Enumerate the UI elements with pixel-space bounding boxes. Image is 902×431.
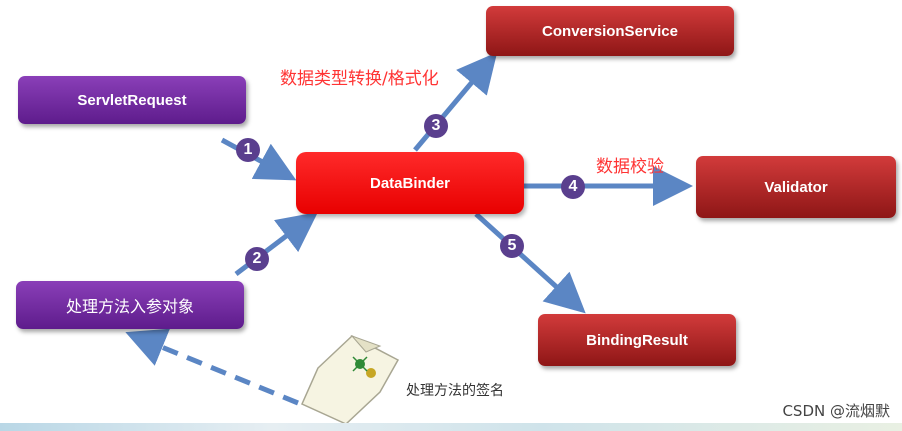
servlet-request-node: ServletRequest (18, 76, 246, 124)
conversion-service-node: ConversionService (486, 6, 734, 56)
validator-label: Validator (764, 178, 828, 196)
document-icon (301, 334, 400, 425)
data-binder-label: DataBinder (369, 174, 451, 192)
handler-params-label: 处理方法入参对象 (65, 297, 194, 316)
step-number-4: 4 (561, 175, 585, 199)
arrow-1 (220, 137, 297, 181)
conversion-service-label: ConversionService (542, 22, 678, 40)
binding-result-label: BindingResult (586, 331, 688, 349)
step-number-5: 5 (500, 234, 524, 258)
document-label: 处理方法的签名 (406, 383, 504, 399)
handler-params-node: 处理方法入参对象 (16, 281, 244, 329)
step-number-2: 2 (245, 247, 269, 271)
dashed-arrow-signature (125, 328, 299, 406)
watermark: CSDN @流烟默 (782, 402, 890, 420)
servlet-request-label: ServletRequest (77, 91, 187, 109)
bottom-strip (0, 423, 902, 431)
step-number-1: 1 (236, 138, 260, 162)
validation-edge-label: 数据校验 (596, 157, 664, 177)
step-number-3: 3 (424, 114, 448, 138)
arrow-5 (474, 212, 586, 314)
conversion-edge-label: 数据类型转换/格式化 (280, 69, 439, 89)
validator-node: Validator (696, 156, 896, 218)
binding-result-node: BindingResult (538, 314, 736, 366)
data-binder-node: DataBinder (296, 152, 524, 214)
